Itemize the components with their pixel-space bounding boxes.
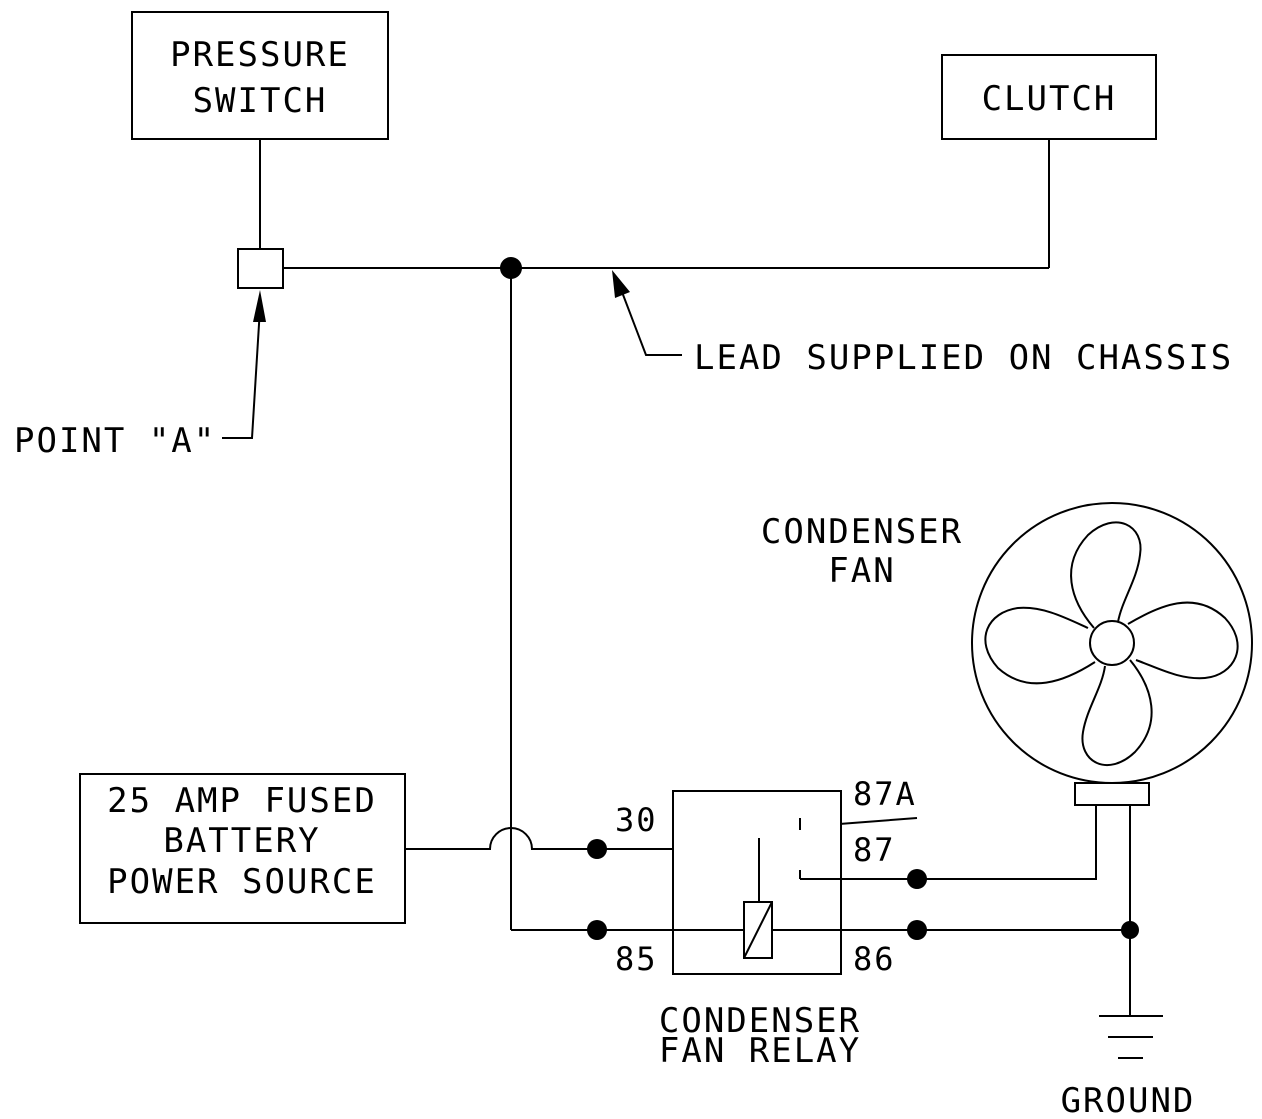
pin-85-label: 85 [615,940,658,978]
power-source-label-line1: 25 AMP FUSED [107,781,377,821]
pressure-switch-label-line2: SWITCH [193,81,328,121]
power-source[interactable]: 25 AMP FUSED BATTERY POWER SOURCE [79,773,406,924]
condenser-fan-label-line2: FAN [828,551,895,591]
relay-label-line1: CONDENSER [659,1001,861,1041]
ground-icon [1099,1015,1163,1059]
relay-label-line2: FAN RELAY [659,1031,861,1071]
power-wire-30 [405,817,918,850]
pin-86-dot[interactable] [907,920,927,940]
clutch[interactable]: CLUTCH [941,54,1157,140]
pressure-switch-label-line1: PRESSURE [170,35,350,75]
fan-motor-base [1074,782,1150,806]
fan-icon [984,521,1239,767]
clutch-label: CLUTCH [982,79,1117,119]
point-a-connector[interactable] [237,248,284,289]
power-source-label-line3: POWER SOURCE [107,862,377,902]
pin-86-label: 86 [853,940,896,978]
relay-internals [743,818,801,959]
pin-87-dot[interactable] [907,869,927,889]
chassis-lead-leader: LEAD SUPPLIED ON CHASSIS [612,270,1233,378]
condenser-fan[interactable]: CONDENSER FAN [761,502,1253,806]
condenser-fan-label-line1: CONDENSER [761,512,963,552]
pin-30-dot[interactable] [587,839,607,859]
wire-87-to-fan [800,805,1097,880]
pressure-switch[interactable]: PRESSURE SWITCH [131,11,389,140]
pin-87a-label: 87A [853,775,917,813]
pin-85-dot[interactable] [587,920,607,940]
top-wiring [259,139,1050,269]
ground-label: GROUND [1061,1081,1196,1119]
pin-87-label: 87 [853,831,896,869]
chassis-lead-label: LEAD SUPPLIED ON CHASSIS [694,338,1233,378]
point-a-leader: POINT "A" [14,290,266,461]
power-source-label-line2: BATTERY [163,821,320,861]
point-a-label: POINT "A" [14,421,216,461]
pin-30-label: 30 [615,801,658,839]
